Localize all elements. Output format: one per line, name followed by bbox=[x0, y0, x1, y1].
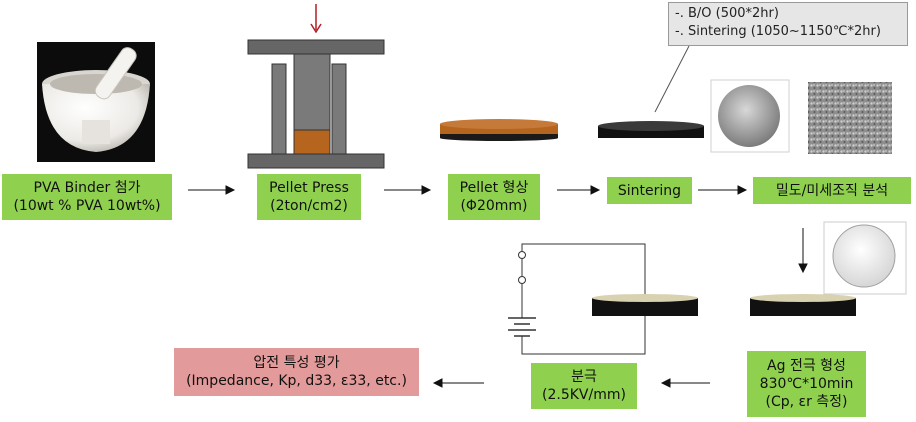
step-poling-title: 분극 bbox=[571, 369, 597, 385]
step-pellet-press-title: Pellet Press bbox=[269, 180, 349, 196]
step-pva-binder: PVA Binder 첨가 (10wt % PVA 10wt%) bbox=[2, 174, 172, 220]
arrow-analysis-to-electrode bbox=[798, 263, 808, 274]
step-pellet-shape-detail: (Φ20mm) bbox=[460, 198, 528, 214]
step-sintering: Sintering bbox=[607, 177, 692, 204]
step-sintering-title: Sintering bbox=[617, 182, 682, 199]
callout-burnout: -. B/O (500*2hr) bbox=[675, 6, 779, 21]
step-pva-binder-title: PVA Binder 첨가 bbox=[33, 180, 141, 196]
callout-pointer bbox=[654, 45, 690, 113]
step-ag-electrode: Ag 전극 형성 830℃*10min (Cp, εr 측정) bbox=[747, 351, 866, 417]
sintered-disc-photo bbox=[710, 79, 790, 153]
step-pellet-shape: Pellet 형상 (Φ20mm) bbox=[448, 174, 540, 220]
poling-circuit bbox=[508, 243, 646, 355]
microstructure-photo bbox=[808, 82, 892, 154]
step-piezo-evaluation-title: 압전 특성 평가 bbox=[253, 355, 340, 371]
step-ag-electrode-title: Ag 전극 형성 bbox=[767, 358, 846, 374]
arrow-binder-to-press bbox=[225, 185, 236, 195]
electroded-disc-photo bbox=[823, 221, 907, 295]
step-piezo-evaluation: 압전 특성 평가 (Impedance, Kp, d33, ε33, etc.) bbox=[174, 348, 419, 396]
callout-sintering: -. Sintering (1050~1150℃*2hr) bbox=[675, 24, 881, 39]
raw-pellet-shape bbox=[440, 119, 558, 141]
step-piezo-evaluation-detail: (Impedance, Kp, d33, ε33, etc.) bbox=[186, 373, 407, 389]
step-pellet-press-detail: (2ton/cm2) bbox=[270, 198, 348, 214]
arrow-electrode-to-poling bbox=[660, 378, 671, 388]
step-pva-binder-detail: (10wt % PVA 10wt%) bbox=[13, 198, 161, 214]
arrow-poling-to-evaluation bbox=[432, 378, 443, 388]
sintered-pellet-shape bbox=[598, 121, 704, 138]
sintering-conditions-callout: -. B/O (500*2hr) -. Sintering (1050~1150… bbox=[668, 2, 908, 46]
arrow-press-to-shape bbox=[421, 185, 432, 195]
step-pellet-press: Pellet Press (2ton/cm2) bbox=[257, 174, 361, 220]
poling-pellet-shape bbox=[592, 294, 698, 316]
step-density-analysis: 밀도/미세조직 분석 bbox=[753, 177, 911, 204]
electroded-pellet-shape bbox=[750, 294, 856, 316]
step-ag-electrode-measure: (Cp, εr 측정) bbox=[765, 394, 848, 410]
step-pellet-shape-title: Pellet 형상 bbox=[459, 180, 529, 196]
arrow-sintering-to-analysis bbox=[737, 185, 748, 195]
mortar-pestle-image bbox=[37, 42, 155, 162]
step-density-analysis-title: 밀도/미세조직 분석 bbox=[775, 182, 889, 199]
step-ag-electrode-condition: 830℃*10min bbox=[759, 376, 854, 392]
flow-arrows bbox=[188, 185, 808, 388]
pellet-press-diagram bbox=[247, 4, 385, 169]
arrow-shape-to-sintering bbox=[590, 185, 601, 195]
step-poling: 분극 (2.5KV/mm) bbox=[531, 363, 637, 409]
step-poling-detail: (2.5KV/mm) bbox=[542, 387, 626, 403]
